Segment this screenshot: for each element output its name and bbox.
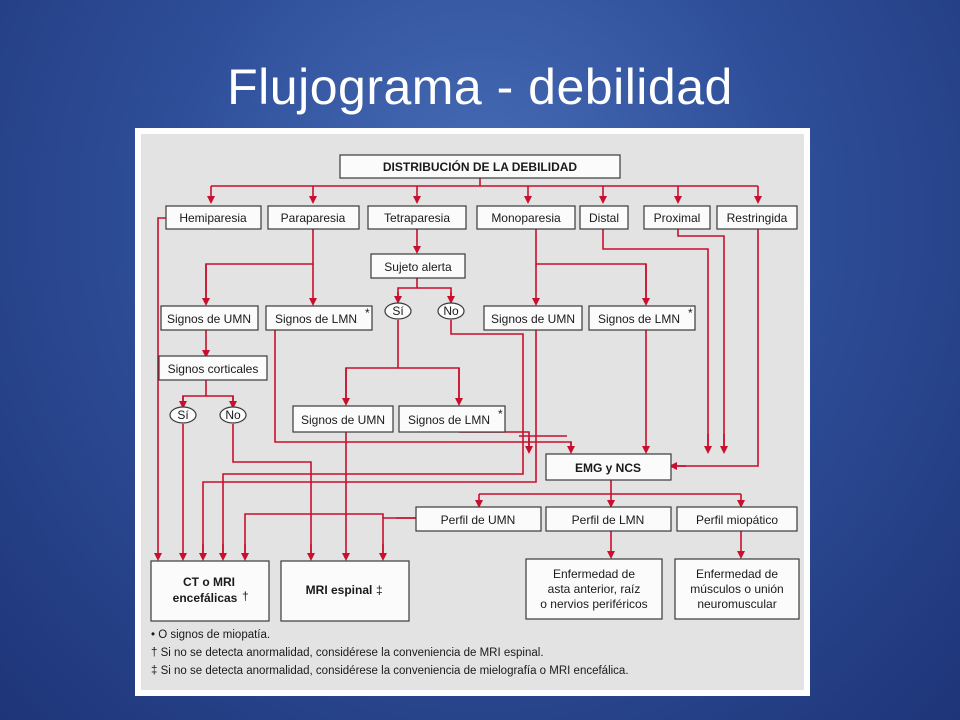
svg-text:encefálicas: encefálicas [173,591,238,605]
svg-text:‡: ‡ [376,583,383,597]
svg-text:Monoparesia: Monoparesia [491,211,561,225]
node-restringida: Restringida [716,205,798,230]
svg-text:No: No [443,304,459,318]
svg-text:Enfermedad de: Enfermedad de [696,567,778,581]
svg-text:o nervios periféricos: o nervios periféricos [540,597,647,611]
node-root-label: DISTRIBUCIÓN DE LA DEBILIDAD [383,159,578,174]
svg-text:No: No [225,408,241,422]
node-corticales-no: No [219,406,247,424]
node-distal: Distal [579,205,629,230]
footnotes: • O signos de miopatía. † Si no se detec… [151,629,629,677]
svg-text:Signos de LMN: Signos de LMN [598,312,680,326]
node-root: DISTRIBUCIÓN DE LA DEBILIDAD [339,154,621,179]
node-monoparesia: Monoparesia [476,205,576,230]
footnote-3: ‡ Si no se detecta anormalidad, considér… [151,665,629,677]
node-sujeto-alerta: Sujeto alerta [370,253,466,279]
svg-text:Perfil de LMN: Perfil de LMN [572,513,645,527]
svg-text:Sí: Sí [392,304,404,318]
svg-text:†: † [242,589,249,603]
node-tetraparesia: Tetraparesia [367,205,467,230]
svg-text:neuromuscular: neuromuscular [697,597,776,611]
svg-text:CT o MRI: CT o MRI [183,575,235,589]
svg-text:asta anterior, raíz: asta anterior, raíz [548,582,641,596]
svg-text:Signos de LMN: Signos de LMN [408,413,490,427]
svg-text:Sujeto alerta: Sujeto alerta [384,260,452,274]
node-ct-mri-encefalicas: CT o MRI encefálicas † [150,560,270,622]
node-perfil-miopatico: Perfil miopático [676,506,798,532]
svg-text:Restringida: Restringida [727,211,788,225]
svg-text:Perfil de UMN: Perfil de UMN [441,513,516,527]
flowchart-diagram: DISTRIBUCIÓN DE LA DEBILIDAD Hemiparesia… [150,154,800,677]
node-signos-corticales: Signos corticales [158,355,268,381]
node-signos-umn-left: Signos de UMN [160,305,259,331]
node-paraparesia: Paraparesia [267,205,360,230]
svg-text:MRI espinal: MRI espinal [306,583,373,597]
svg-text:Tetraparesia: Tetraparesia [384,211,450,225]
node-mri-espinal: MRI espinal ‡ [280,560,410,622]
node-sujeto-si: Sí [384,302,412,320]
svg-text:Signos corticales: Signos corticales [168,362,259,376]
svg-text:Hemiparesia: Hemiparesia [179,211,247,225]
node-perfil-lmn: Perfil de LMN [545,506,672,532]
svg-text:EMG y NCS: EMG y NCS [575,461,641,475]
node-emg-ncs: EMG y NCS [545,453,672,481]
footnote-2: † Si no se detecta anormalidad, considér… [151,647,544,659]
node-signos-umn-middle: Signos de UMN [292,405,394,433]
svg-text:Perfil miopático: Perfil miopático [696,513,778,527]
svg-text:*: * [365,306,370,320]
svg-text:Distal: Distal [589,211,619,225]
node-signos-umn-right: Signos de UMN [483,305,583,331]
svg-text:Signos de LMN: Signos de LMN [275,312,357,326]
connector-lines [154,178,762,561]
svg-text:Signos de UMN: Signos de UMN [491,312,575,326]
node-signos-lmn-right: Signos de LMN * [588,305,696,331]
svg-text:Sí: Sí [177,408,189,422]
slide-title: Flujograma - debilidad [227,59,733,115]
svg-text:*: * [688,306,693,320]
node-hemiparesia: Hemiparesia [165,205,262,230]
footnote-1: • O signos de miopatía. [151,629,270,641]
node-enfermedad-asta: Enfermedad de asta anterior, raíz o nerv… [525,558,663,620]
node-proximal: Proximal [643,205,711,230]
node-perfil-umn: Perfil de UMN [415,506,542,532]
node-sujeto-no: No [437,302,465,320]
svg-text:Paraparesia: Paraparesia [281,211,346,225]
svg-text:Enfermedad de: Enfermedad de [553,567,635,581]
node-signos-lmn-left: Signos de LMN * [265,305,373,331]
svg-text:Signos de UMN: Signos de UMN [167,312,251,326]
svg-text:*: * [498,407,503,421]
svg-text:Signos de UMN: Signos de UMN [301,413,385,427]
node-corticales-si: Sí [169,406,197,424]
flowchart-panel: DISTRIBUCIÓN DE LA DEBILIDAD Hemiparesia… [135,128,810,696]
node-signos-lmn-middle: Signos de LMN * [398,405,506,433]
svg-text:Proximal: Proximal [654,211,701,225]
svg-text:músculos o unión: músculos o unión [690,582,783,596]
node-enfermedad-musculos: Enfermedad de músculos o unión neuromusc… [674,558,800,620]
flowchart-canvas: DISTRIBUCIÓN DE LA DEBILIDAD Hemiparesia… [141,134,804,690]
